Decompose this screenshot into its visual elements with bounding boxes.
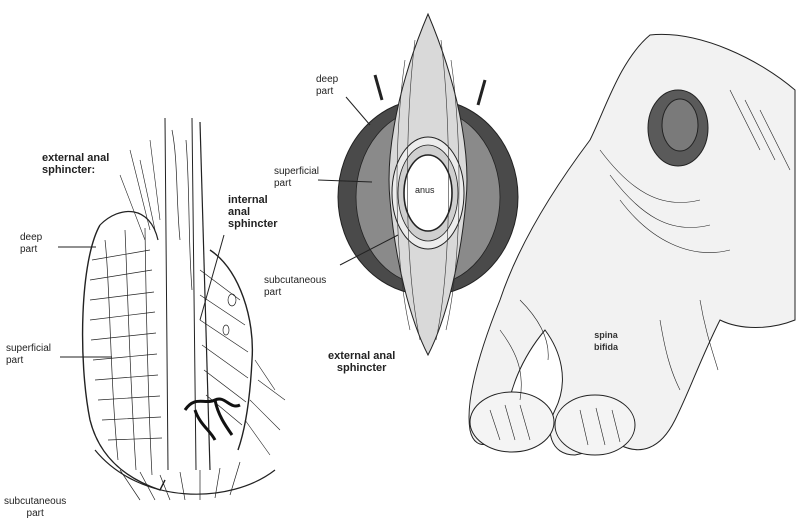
middle-deep-part-label: deep part xyxy=(316,74,338,98)
anus-label: anus xyxy=(415,184,435,196)
middle-superficial-part-label: superficial part xyxy=(274,166,319,190)
external-anal-sphincter-caption: external anal sphincter xyxy=(328,350,395,374)
left-heading-label: external anal sphincter: xyxy=(42,152,109,176)
spina-bifida-illustration xyxy=(469,34,795,455)
left-subcutaneous-part-label: subcutaneous part xyxy=(4,496,66,520)
left-deep-part-label: deep part xyxy=(20,232,42,256)
internal-anal-sphincter-label: internal anal sphincter xyxy=(228,194,278,230)
middle-subcutaneous-part-label: subcutaneous part xyxy=(264,275,326,299)
sagittal-section-illustration xyxy=(83,118,285,500)
spina-bifida-caption: spina bifida xyxy=(594,329,618,353)
left-superficial-part-label: superficial part xyxy=(6,343,51,367)
